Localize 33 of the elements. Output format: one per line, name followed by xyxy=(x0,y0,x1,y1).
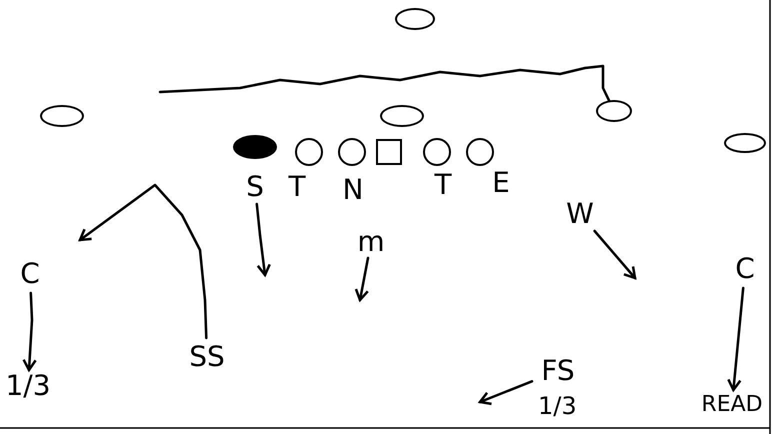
position-label: C xyxy=(14,255,46,293)
player-oval xyxy=(395,8,435,30)
position-label: m xyxy=(355,226,387,258)
player-oval xyxy=(596,100,632,122)
filled-player-oval xyxy=(233,135,277,159)
lineman-circle xyxy=(423,138,451,166)
route-arrow xyxy=(727,286,744,392)
position-label: FS xyxy=(532,352,584,390)
motion-line xyxy=(158,64,610,102)
position-label: READ xyxy=(698,390,766,420)
route-arrow xyxy=(256,202,271,276)
position-label: N xyxy=(339,173,367,207)
player-oval xyxy=(380,105,424,127)
route-arrow xyxy=(22,292,37,372)
route-arrow xyxy=(593,230,636,280)
route-arrow xyxy=(478,380,534,406)
position-label: T xyxy=(283,170,311,204)
position-label: E xyxy=(487,166,515,200)
lineman-circle xyxy=(295,138,323,166)
position-label: SS xyxy=(176,338,238,376)
position-label: 1/3 xyxy=(6,370,50,402)
position-label: T xyxy=(429,168,457,202)
player-oval xyxy=(40,105,84,127)
lineman-circle xyxy=(338,138,366,166)
lineman-circle xyxy=(466,138,494,166)
position-label: W xyxy=(561,197,599,231)
route-arrow xyxy=(354,256,370,302)
position-label: C xyxy=(729,250,761,288)
position-label: S xyxy=(241,170,269,204)
player-oval xyxy=(724,133,766,153)
center-square xyxy=(376,139,402,165)
route-arrow xyxy=(78,184,208,340)
zone-label: 1/3 xyxy=(538,394,577,418)
